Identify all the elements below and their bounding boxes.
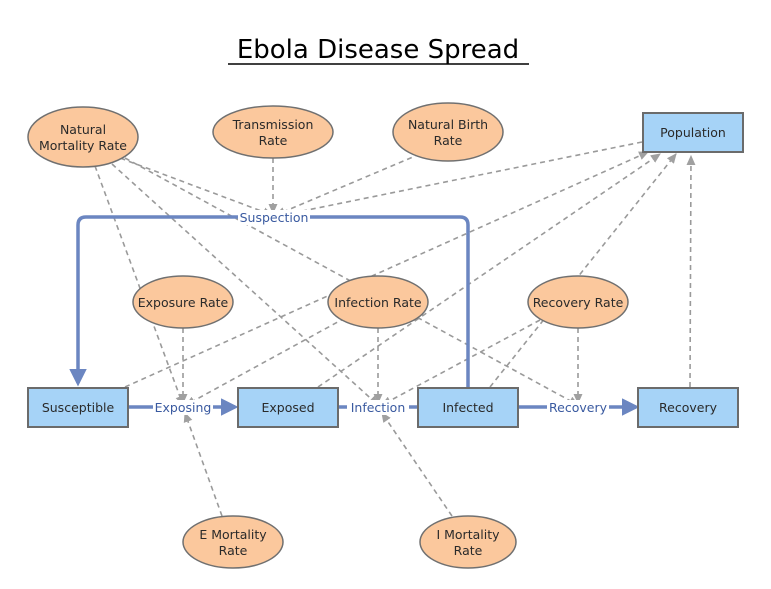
variable-label-line2: Rate — [434, 133, 463, 148]
link-nmr-infection — [111, 163, 379, 406]
link-recovery-population — [686, 154, 696, 388]
flow-labels: Suspection Exposing Infection Recovery — [153, 210, 609, 415]
link-emortality-exposing — [183, 411, 223, 517]
variable-label-line1: E Mortality — [199, 527, 267, 542]
flow-label-suspection[interactable]: Suspection — [240, 210, 309, 225]
flow-label-infection[interactable]: Infection — [351, 400, 406, 415]
variable-label-line2: Mortality Rate — [39, 138, 127, 153]
variable-infection-rate[interactable]: Infection Rate — [327, 275, 429, 329]
variable-i-mortality-rate[interactable]: I Mortality Rate — [419, 515, 517, 569]
influence-links — [94, 141, 696, 517]
stock-exposed[interactable]: Exposed — [237, 387, 339, 428]
stock-label: Susceptible — [42, 400, 115, 415]
variable-natural-mortality-rate[interactable]: Natural Mortality Rate — [27, 106, 139, 168]
stock-recovery[interactable]: Recovery — [637, 387, 739, 428]
stock-label: Infected — [442, 400, 493, 415]
diagram-title: Ebola Disease Spread — [237, 35, 519, 65]
variable-exposure-rate[interactable]: Exposure Rate — [132, 275, 234, 329]
link-susceptible-population — [124, 151, 650, 388]
flow-label-recovery[interactable]: Recovery — [549, 400, 608, 415]
link-nmr-suspection — [111, 154, 274, 217]
stock-label: Exposed — [261, 400, 314, 415]
stock-population[interactable]: Population — [642, 112, 744, 153]
variable-e-mortality-rate[interactable]: E Mortality Rate — [182, 515, 284, 569]
link-nmr-recovery — [124, 157, 579, 406]
link-infected-population — [489, 153, 677, 388]
link-birthrate-suspection — [274, 153, 421, 216]
stock-label: Recovery — [659, 400, 718, 415]
variable-natural-birth-rate[interactable]: Natural Birth Rate — [392, 102, 504, 162]
link-population-suspection — [276, 141, 643, 219]
flow-label-exposing[interactable]: Exposing — [155, 400, 212, 415]
link-nmr-exposing — [94, 165, 185, 407]
link-exposed-population — [317, 153, 661, 388]
variable-label: Recovery Rate — [533, 295, 624, 310]
stock-infected[interactable]: Infected — [417, 387, 519, 428]
variable-label-line2: Rate — [454, 543, 483, 558]
variable-label-line2: Rate — [259, 133, 288, 148]
variable-transmission-rate[interactable]: Transmission Rate — [212, 105, 334, 159]
link-infectionrate-exposing — [185, 317, 346, 406]
stock-susceptible[interactable]: Susceptible — [27, 387, 129, 428]
stock-label: Population — [660, 125, 726, 140]
variable-label-line2: Rate — [219, 543, 248, 558]
variable-label: Infection Rate — [334, 295, 421, 310]
link-imortality-infection — [381, 412, 453, 517]
variable-label-line1: Transmission — [232, 117, 314, 132]
variable-recovery-rate[interactable]: Recovery Rate — [527, 275, 629, 329]
variable-label: Exposure Rate — [138, 295, 229, 310]
variable-label-line1: Natural Birth — [408, 117, 488, 132]
link-recoveryrate-infection — [381, 319, 541, 406]
variable-label-line1: I Mortality — [436, 527, 500, 542]
variable-label-line1: Natural — [60, 122, 106, 137]
